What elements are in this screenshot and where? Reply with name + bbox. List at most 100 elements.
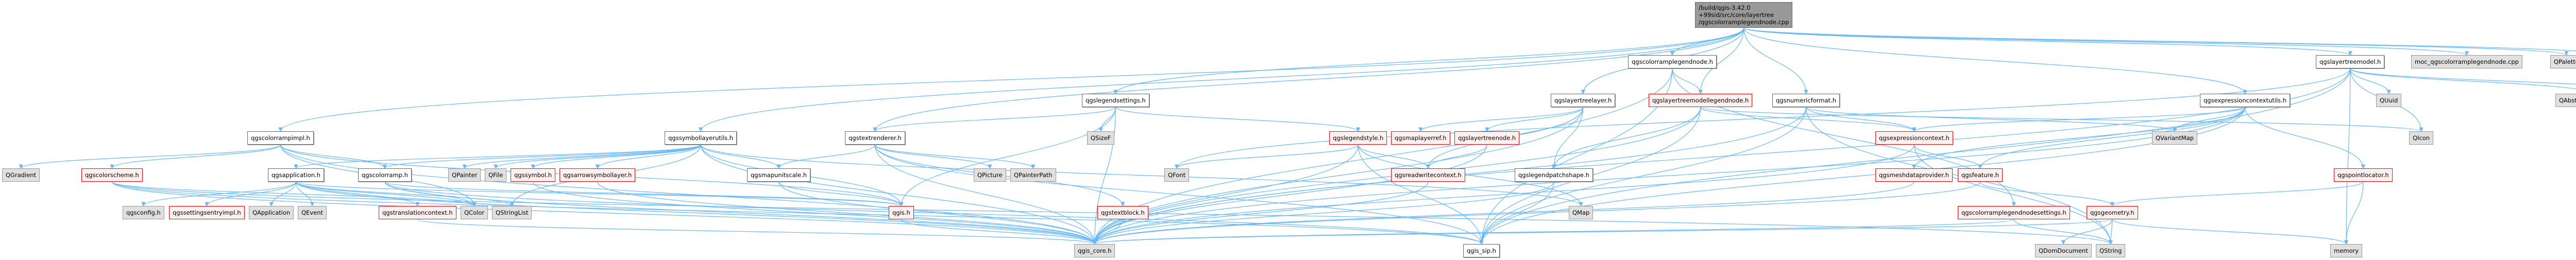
- edge-root-to-qgsexpressioncontextutils-h: [1743, 27, 2247, 94]
- edge-root-to-qgsnumericformat-h: [1743, 27, 1808, 94]
- node-QFile[interactable]: QFile: [485, 168, 507, 182]
- edge-qgslegendpatchshape-h-to-qgis-core-h: [1092, 181, 1554, 245]
- edge-qgslayertreenode-h-to-qgis-core-h: [1092, 144, 1487, 245]
- node-QUuid[interactable]: QUuid: [2376, 94, 2402, 107]
- edge-root-to-qgssymbollayerutils-h: [699, 27, 1744, 132]
- node-QAbstractItemModel[interactable]: QAbstractItemModel: [2555, 94, 2576, 107]
- node-QApplication[interactable]: QApplication: [249, 206, 294, 219]
- edge-qgslayertreemodellegendnode-h-to-qgslegendpatchshape-h: [1551, 107, 1701, 169]
- node-qgis-core-h[interactable]: qgis_core.h: [1074, 244, 1115, 257]
- node-qgscolorscheme-h[interactable]: qgscolorscheme.h: [81, 168, 143, 182]
- node-memory[interactable]: memory: [2330, 244, 2363, 257]
- edge-qgsexpressioncontextutils-h-to-qgsfeature-h: [1978, 107, 2246, 169]
- edge-qgslayertreemodellegendnode-h-to-qgsexpressioncontext-h: [1700, 107, 1917, 132]
- edge-qgslegendsettings-h-to-qgis-core-h: [1092, 107, 1116, 245]
- node-qgstextblock-h[interactable]: qgstextblock.h: [1097, 206, 1148, 219]
- edge-root-to-qgslayertreemodellegendnode-h: [1698, 27, 1744, 94]
- node-qgsmeshdataprovider-h[interactable]: qgsmeshdataprovider.h: [1875, 168, 1953, 182]
- node-qgslayertreemodel-h[interactable]: qgslayertreemodel.h: [2316, 55, 2385, 68]
- node-qgsfeature-h[interactable]: qgsfeature.h: [1958, 168, 2003, 182]
- node-QIcon[interactable]: QIcon: [2409, 131, 2434, 145]
- edge-qgslayertreenode-h-to-qgsreadwritecontext-h: [1426, 144, 1487, 169]
- edge-qgscolorramplegendnodesettings-h-to-QString: [2013, 219, 2113, 245]
- edge-qgssymbol-h-to-qgis-core-h: [532, 181, 1097, 245]
- edge-qgsapplication-h-to-QColor: [295, 181, 477, 206]
- node-QVariantMap[interactable]: QVariantMap: [2152, 131, 2198, 145]
- node-qgis-sip-h[interactable]: qgis_sip.h: [1463, 244, 1500, 257]
- node-qgsnumericformat-h[interactable]: qgsnumericformat.h: [1772, 94, 1840, 107]
- node-qgssymbol-h[interactable]: qgssymbol.h: [511, 168, 556, 182]
- edge-qgssymbollayerutils-h-to-qgssymbol-h: [531, 144, 701, 169]
- node-QPicture[interactable]: QPicture: [974, 168, 1006, 182]
- node-QStringList[interactable]: QStringList: [492, 206, 532, 219]
- edge-qgscolorramplegendnode-h-to-qgslayertreemodellegendnode-h: [1672, 68, 1703, 94]
- node-QPainter[interactable]: QPainter: [448, 168, 481, 182]
- node-QPainterPath[interactable]: QPainterPath: [1010, 168, 1056, 182]
- node-qgstranslationcontext-h[interactable]: qgstranslationcontext.h: [379, 206, 456, 219]
- node-qgslayertreemodellegendnode-h[interactable]: qgslayertreemodellegendnode.h: [1649, 94, 1753, 107]
- node-QString[interactable]: QString: [2096, 244, 2126, 257]
- node-QColor[interactable]: QColor: [461, 206, 488, 219]
- edge-root-to-QBuffer: [1743, 27, 2576, 51]
- edge-qgsexpressioncontextutils-h-to-qgsexpressioncontext-h: [1912, 107, 2246, 132]
- node-qgsconfig-h[interactable]: qgsconfig.h: [123, 206, 164, 219]
- node-qgsmaplayerref-h[interactable]: qgsmaplayerref.h: [1391, 131, 1450, 145]
- node-QPalette[interactable]: QPalette: [2550, 55, 2576, 68]
- node-qgscolorramp-h[interactable]: qgscolorramp.h: [358, 168, 412, 182]
- node-qgstextrenderer-h[interactable]: qgstextrenderer.h: [845, 131, 905, 145]
- node-qgis-h[interactable]: qgis.h: [889, 206, 914, 219]
- node-QMap[interactable]: QMap: [1569, 206, 1594, 219]
- node-QEvent[interactable]: QEvent: [298, 206, 327, 219]
- node-qgsexpressioncontext-h[interactable]: qgsexpressioncontext.h: [1875, 131, 1953, 145]
- node-qgsapplication-h[interactable]: qgsapplication.h: [268, 168, 324, 182]
- root-label-line: +99sid/src/core/layertree: [1699, 11, 1774, 19]
- edge-qgsfeature-h-to-qgsgeometry-h: [1979, 181, 2114, 206]
- edge-qgslayertreelayer-h-to-qgslegendpatchshape-h: [1551, 107, 1584, 169]
- edge-qgslayertreelayer-h-to-qgsmaplayerref-h: [1418, 107, 1584, 132]
- edge-qgscolorrampimpl-h-to-qgscolorscheme-h: [110, 144, 281, 169]
- edge-qgspointlocator-h-to-memory: [2344, 181, 2364, 245]
- node-qgssymbollayerutils-h[interactable]: qgssymbollayerutils.h: [665, 131, 737, 145]
- root-file-node[interactable]: /build/qgis-3.42.0 +99sid/src/core/layer…: [1695, 2, 1793, 28]
- edge-qgslayertreemodel-h-to-QAbstractItemModel: [2350, 68, 2576, 90]
- node-QDomDocument[interactable]: QDomDocument: [2035, 244, 2092, 257]
- node-qgsexpressioncontextutils-h[interactable]: qgsexpressioncontextutils.h: [2200, 94, 2291, 107]
- node-qgslegendpatchshape-h[interactable]: qgslegendpatchshape.h: [1515, 168, 1593, 182]
- edge-qgsmapunitscale-h-to-qgis-core-h: [778, 181, 1097, 245]
- node-qgslayertreenode-h[interactable]: qgslayertreenode.h: [1454, 131, 1520, 145]
- edge-qgscolorscheme-h-to-qgis-sip-h: [111, 181, 1484, 245]
- node-qgscolorramplegendnode-h[interactable]: qgscolorramplegendnode.h: [1628, 55, 1717, 68]
- edge-root-to-moc: [1743, 27, 2469, 56]
- edge-qgsnumericformat-h-to-qgsexpressioncontext-h: [1805, 107, 1917, 132]
- edge-qgslayertreemodel-h-to-memory: [2344, 68, 2351, 245]
- edge-qgslegendsettings-h-to-qgslegendstyle-h: [1115, 107, 1361, 132]
- edge-qgscolorramp-h-to-qgis-sip-h: [384, 181, 1484, 245]
- edge-qgslegendstyle-h-to-QMap: [1358, 144, 1583, 206]
- node-QGradient[interactable]: QGradient: [2, 168, 40, 182]
- node-qgspointlocator-h[interactable]: qgspointlocator.h: [2334, 168, 2393, 182]
- node-qgsgeometry-h[interactable]: qgsgeometry.h: [2087, 206, 2138, 219]
- edge-root-to-qgslayertreemodel-h: [1743, 27, 2352, 56]
- edge-qgslegendsettings-h-to-qgis-h: [899, 107, 1116, 206]
- node-qgscolorrampimpl-h[interactable]: qgscolorrampimpl.h: [247, 131, 314, 145]
- node-qgslegendsettings-h[interactable]: qgslegendsettings.h: [1082, 94, 1149, 107]
- node-qgslayertreelayer-h[interactable]: qgslayertreelayer.h: [1551, 94, 1616, 107]
- node-qgsmapunitscale-h[interactable]: qgsmapunitscale.h: [747, 168, 810, 182]
- edge-qgsgeometry-h-to-memory: [2112, 219, 2349, 245]
- node-qgscolorramplegendnodesettings-h[interactable]: qgscolorramplegendnodesettings.h: [1958, 206, 2070, 219]
- node-qgsreadwritecontext-h[interactable]: qgsreadwritecontext.h: [1391, 168, 1465, 182]
- edge-qgsapplication-h-to-qgis-core-h: [295, 181, 1097, 245]
- edge-qgsexpressioncontext-h-to-QString: [1913, 144, 2113, 245]
- edge-group: [19, 27, 2576, 245]
- edge-qgscolorrampimpl-h-to-qgscolorramp-h: [280, 144, 387, 169]
- node-qgslegendstyle-h[interactable]: qgslegendstyle.h: [1329, 131, 1387, 145]
- node-QSizeF[interactable]: QSizeF: [1087, 131, 1115, 145]
- edge-qgslayertreelayer-h-to-qgslayertreenode-h: [1484, 107, 1584, 132]
- node-moc[interactable]: moc_qgscolorramplegendnode.cpp: [2411, 55, 2522, 68]
- node-qgssettingsentryimpl-h[interactable]: qgssettingsentryimpl.h: [169, 206, 245, 219]
- edge-qgspointlocator-h-to-qgsgeometry-h: [2110, 181, 2364, 206]
- node-QFont[interactable]: QFont: [1164, 168, 1190, 182]
- node-qgsarrowsymbollayer-h[interactable]: qgsarrowsymbollayer.h: [560, 168, 636, 182]
- edge-qgslayertreemodellegendnode-h-to-QIcon: [1700, 107, 2424, 132]
